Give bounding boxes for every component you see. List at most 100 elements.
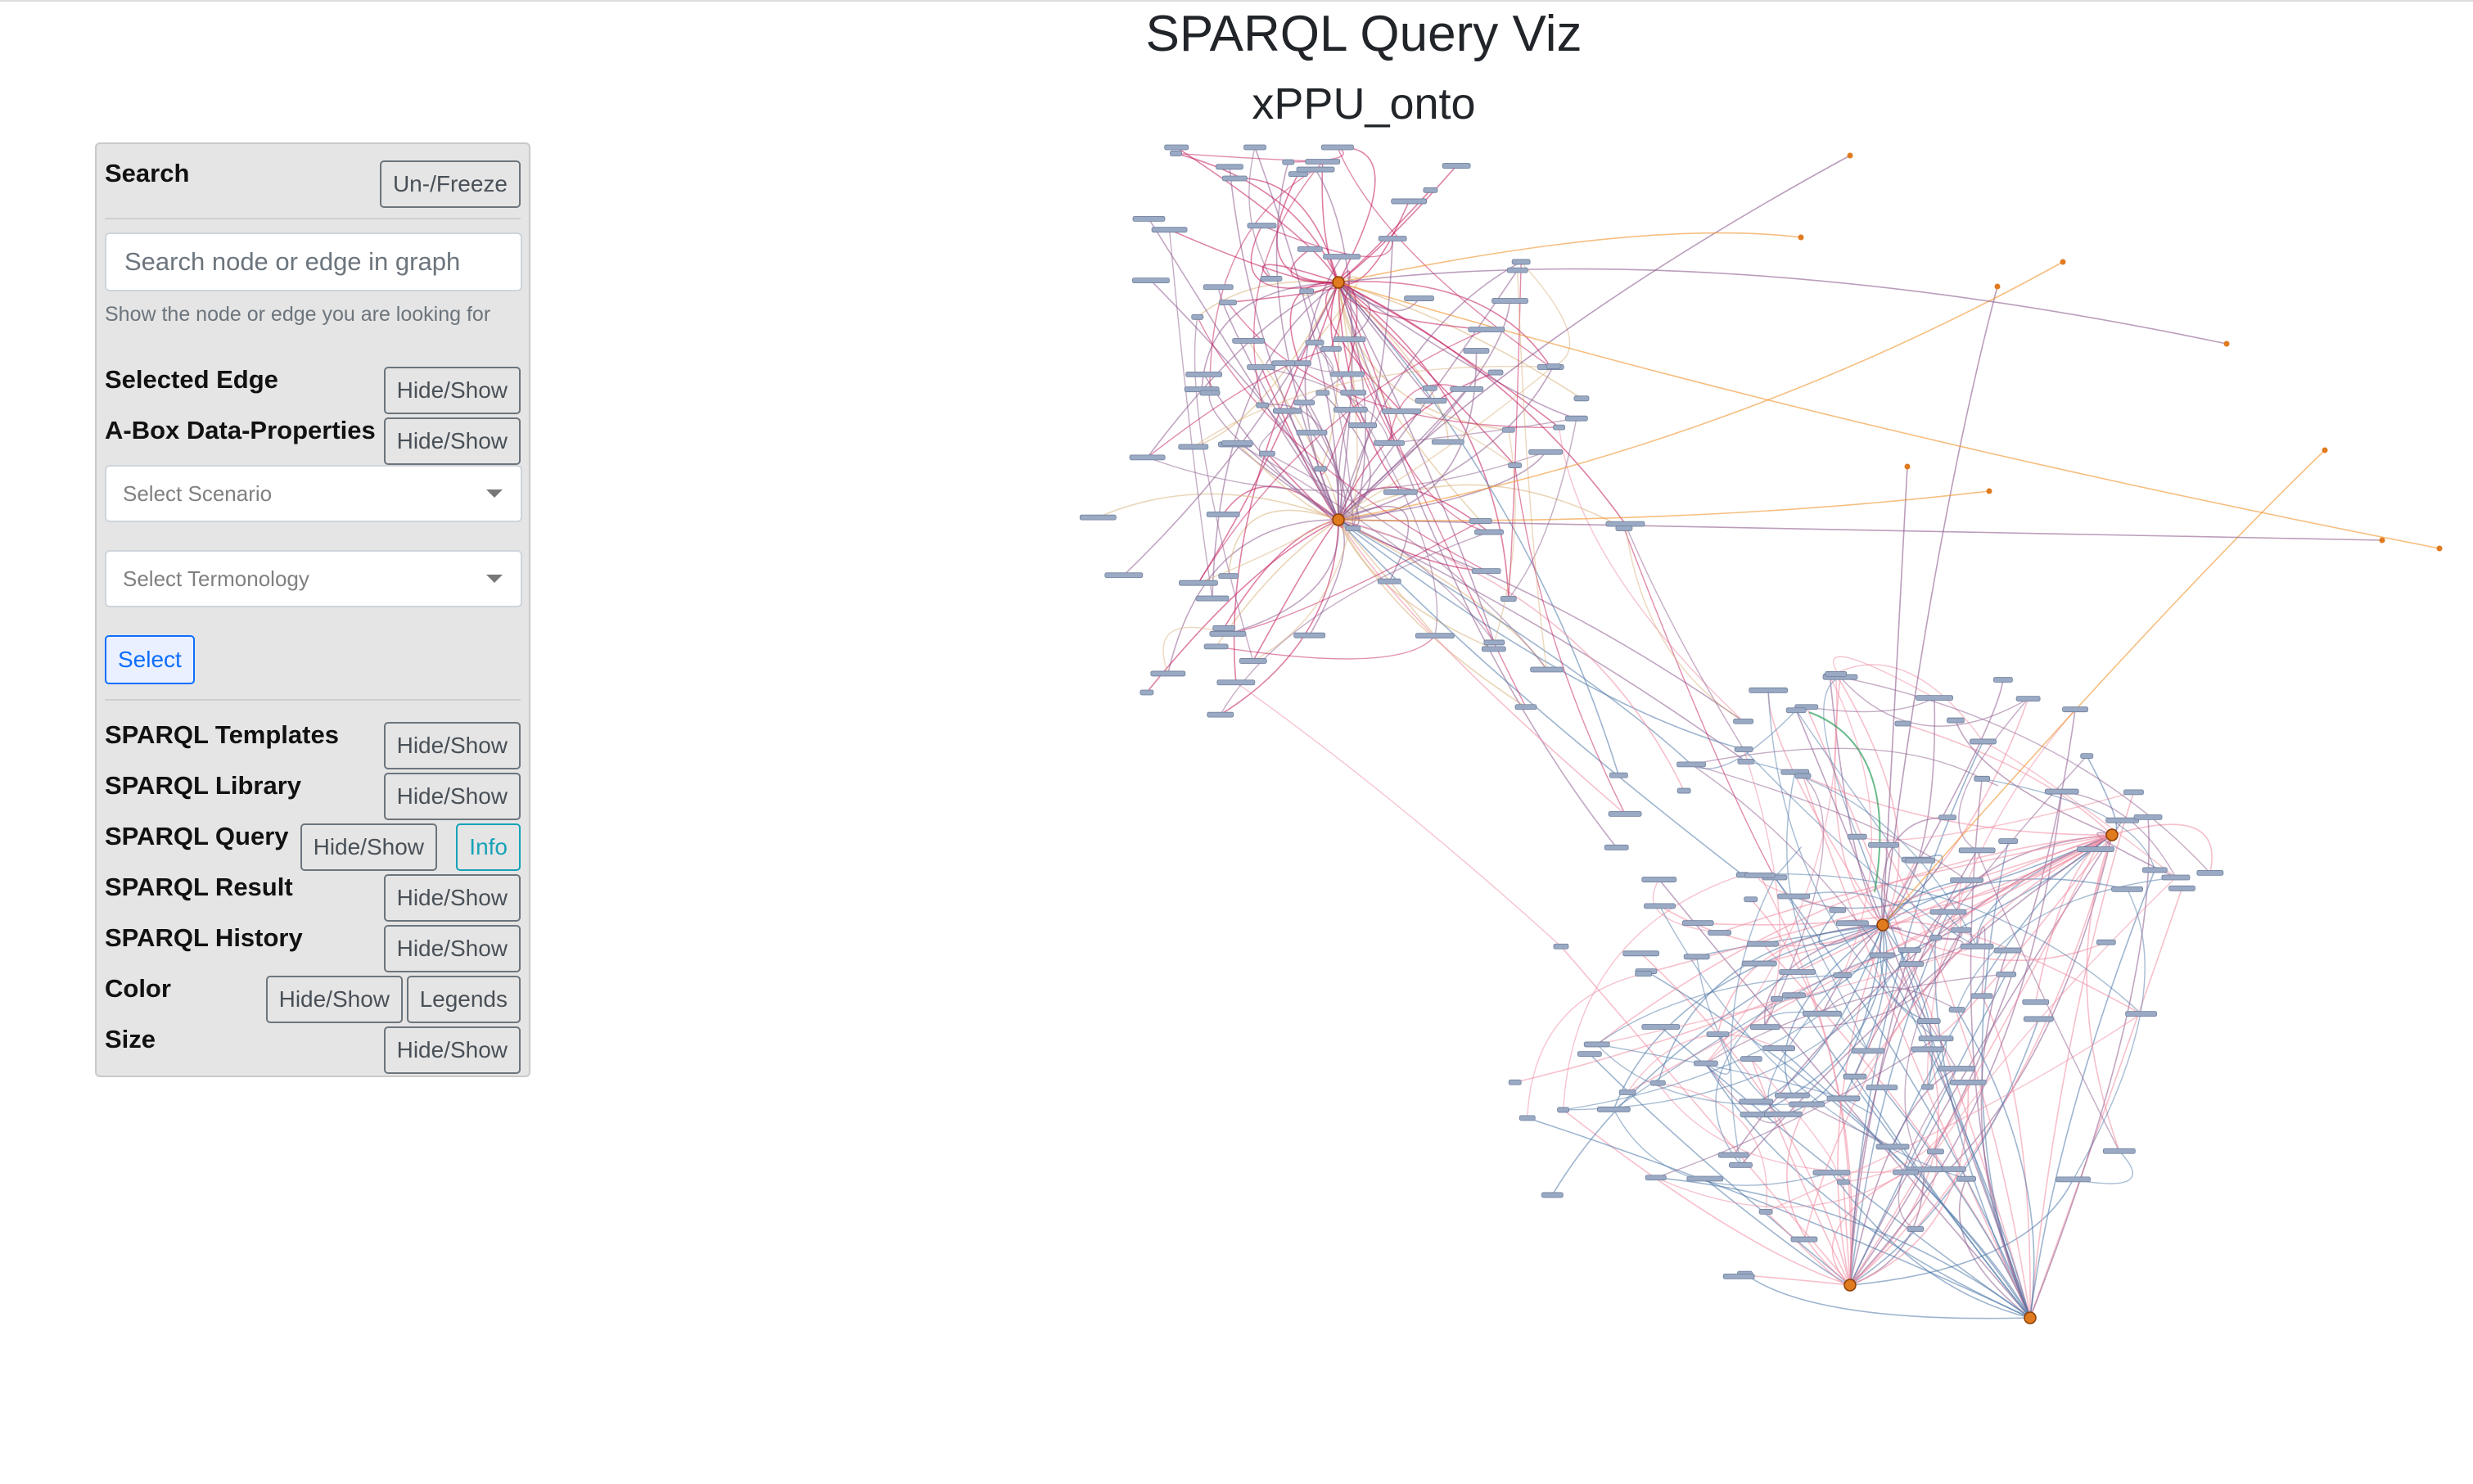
- graph-node: [1185, 371, 1223, 377]
- graph-node: [1247, 223, 1277, 229]
- graph-node: [1911, 1046, 1944, 1053]
- scenario-select[interactable]: Select Scenario: [105, 465, 522, 522]
- legends-button[interactable]: Legends: [406, 976, 521, 1023]
- graph-edge: [1849, 911, 1949, 1286]
- color-row: Color Hide/Show Legends: [105, 968, 521, 1023]
- graph-edge: [1806, 697, 1935, 713]
- graph-node: [1151, 227, 1188, 233]
- graph-node: [1916, 695, 1953, 701]
- graph-edge: [1514, 834, 2113, 1084]
- graph-edge: [1980, 949, 2031, 1319]
- graph-node: [1717, 1152, 1749, 1158]
- graph-edge: [1657, 1082, 1925, 1173]
- abox-toggle-button[interactable]: Hide/Show: [383, 417, 521, 465]
- library-toggle-button[interactable]: Hide/Show: [383, 773, 521, 820]
- graph-node: [1330, 371, 1365, 377]
- abox-row: A-Box Data-Properties Hide/Show: [105, 409, 521, 465]
- library-row: SPARQL Library Hide/Show: [105, 765, 521, 820]
- graph-edge: [1655, 1176, 2031, 1319]
- graph-node: [1825, 670, 1848, 677]
- graph-node: [1847, 833, 1867, 840]
- graph-node: [1833, 972, 1852, 978]
- graph-edge: [1765, 930, 1962, 1029]
- graph-edge: [1911, 834, 2113, 964]
- result-toggle-button[interactable]: Hide/Show: [383, 874, 521, 922]
- graph-node: [1564, 415, 1588, 422]
- ontology-name: xPPU_onto: [1252, 79, 1476, 129]
- templates-toggle-button[interactable]: Hide/Show: [383, 722, 521, 769]
- graph-node: [2080, 753, 2094, 760]
- graph-edge: [1830, 664, 1984, 742]
- graph-node: [1374, 440, 1405, 446]
- query-toggle-button[interactable]: Hide/Show: [300, 823, 437, 871]
- graph-node: [1645, 1175, 1667, 1181]
- color-toggle-button[interactable]: Hide/Show: [265, 976, 403, 1023]
- graph-edge: [1898, 1068, 1957, 1230]
- graph-node: [2125, 1011, 2158, 1017]
- graph-node: [1423, 187, 1438, 193]
- graph-node: [2102, 1148, 2136, 1154]
- graph-edge: [1849, 849, 2096, 1286]
- graph-edge: [1818, 909, 1884, 946]
- graph-edge: [1830, 1172, 2031, 1319]
- history-toggle-button[interactable]: Hide/Show: [383, 925, 521, 972]
- size-toggle-button[interactable]: Hide/Show: [383, 1026, 521, 1074]
- graph-node: [1573, 395, 1590, 402]
- graph-edge: [1262, 404, 1339, 521]
- graph-edge: [1882, 449, 2326, 926]
- graph-node: [1553, 424, 1565, 431]
- graph-edge: [1514, 465, 1626, 814]
- graph-edge: [1338, 268, 2227, 345]
- graph-node: [2023, 1016, 2054, 1022]
- select-button[interactable]: Select: [105, 635, 195, 684]
- graph-node: [1583, 1041, 1610, 1048]
- graph-node: [1557, 1107, 1570, 1113]
- graph-edge: [1881, 954, 2031, 1319]
- graph-edge: [1252, 392, 1358, 662]
- graph-edge: [1740, 834, 2113, 1166]
- graph-node: [1243, 144, 1266, 151]
- graph-node: [1519, 1115, 1536, 1121]
- graph-edge: [1169, 228, 1339, 284]
- graph-node: [1506, 267, 1528, 273]
- graph-node: [1741, 960, 1777, 967]
- graph-node: [1104, 572, 1144, 579]
- graph-canvas[interactable]: [884, 139, 2473, 1449]
- graph-node: [1869, 952, 1895, 959]
- graph-node: [2022, 999, 2050, 1005]
- graph-node: [2168, 885, 2195, 891]
- graph-node: [1508, 462, 1523, 468]
- graph-edge: [1162, 626, 1229, 674]
- graph-node: [1608, 810, 1642, 817]
- graph-edge: [1563, 1013, 1823, 1111]
- freeze-button[interactable]: Un-/Freeze: [379, 160, 521, 208]
- query-info-button[interactable]: Info: [456, 823, 521, 871]
- graph-node: [1770, 995, 1783, 1002]
- selected-edge-toggle-button[interactable]: Hide/Show: [383, 367, 521, 414]
- terminology-select[interactable]: Select Termonology: [105, 550, 522, 607]
- graph-node: [1683, 954, 1710, 960]
- graph-node: [1212, 625, 1236, 631]
- search-input[interactable]: [105, 232, 522, 291]
- graph-edge: [1705, 1034, 1731, 1075]
- graph-edge: [1956, 877, 2176, 1010]
- query-label: SPARQL Query: [105, 822, 289, 850]
- graph-node: [1500, 596, 1517, 602]
- top-border: [0, 0, 2473, 2]
- graph-node: [1729, 1161, 1753, 1168]
- graph-node: [1615, 525, 1633, 531]
- graph-edge: [1784, 924, 1884, 1096]
- graph-node: [1207, 711, 1234, 718]
- graph-node: [1577, 1051, 1602, 1057]
- graph-node: [1744, 872, 1776, 878]
- graph-edge: [1857, 836, 2031, 1319]
- graph-edge: [1551, 924, 1884, 1196]
- graph-node: [1609, 772, 1628, 778]
- graph-edge: [1517, 270, 1548, 670]
- graph-node: [1415, 633, 1455, 639]
- graph-edge: [1767, 975, 1843, 1115]
- graph-node: [1391, 198, 1428, 205]
- graph-node: [1129, 454, 1166, 461]
- graph-node: [1758, 1208, 1773, 1215]
- graph-edge: [1652, 879, 1720, 934]
